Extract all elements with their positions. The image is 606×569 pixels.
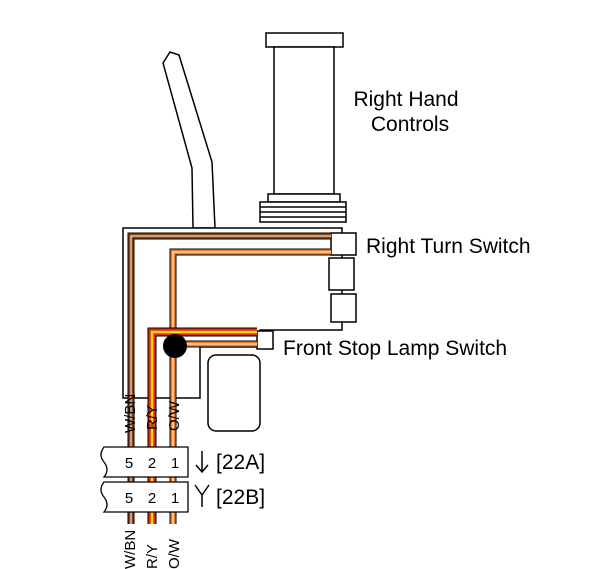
right-hand-controls-label-line1: Right Hand xyxy=(353,88,458,111)
connector-22a-pin: 2 xyxy=(148,455,156,472)
wire-label-w-bn-top: W/BN xyxy=(122,394,139,433)
connector-22b-label: [22B] xyxy=(216,486,265,509)
front-stop-lamp-switch-label: Front Stop Lamp Switch xyxy=(283,337,507,360)
wire-label-o-w-bottom: O/W xyxy=(166,538,183,569)
female-arrow-icon xyxy=(195,451,209,474)
male-fork-icon xyxy=(194,484,210,507)
lever-body xyxy=(207,354,261,432)
connector-22a-label: [22A] xyxy=(216,451,265,474)
connector-22b-pin: 5 xyxy=(125,490,133,507)
connector-22a-body xyxy=(100,446,189,478)
wire-label-r-y-top: R/Y xyxy=(144,405,161,430)
wire-label-w-bn-bottom: W/BN xyxy=(122,530,139,569)
right-hand-controls-label-line2: Controls xyxy=(371,113,449,136)
handlebar-grip xyxy=(259,32,347,223)
connector-22a-pin: 1 xyxy=(171,455,179,472)
wire-label-o-w-top: O/W xyxy=(166,400,183,431)
connector-22a-pin: 5 xyxy=(125,455,133,472)
wire-label-r-y-bottom: R/Y xyxy=(144,544,161,569)
right-turn-switch-label: Right Turn Switch xyxy=(366,235,531,258)
connector-22b-body xyxy=(100,481,189,513)
connector-22b-pin: 1 xyxy=(171,490,179,507)
switch-buttons xyxy=(256,232,357,350)
connector-22b-pin: 2 xyxy=(148,490,156,507)
splice-dot xyxy=(163,334,187,358)
brake-lever xyxy=(162,51,216,229)
wire-o-w-top xyxy=(169,248,331,524)
wire-w-bn xyxy=(127,232,331,524)
